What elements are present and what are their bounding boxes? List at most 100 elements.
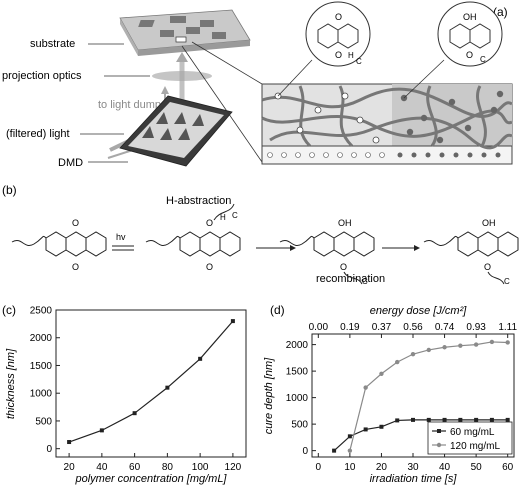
chart-d-top-tick-label: 0.00 <box>309 322 329 333</box>
chart-d-top-tick-label: 1.11 <box>498 322 517 333</box>
label-projection-optics: projection optics <box>2 70 82 82</box>
chart-d-point-120 <box>458 343 463 348</box>
chart-c-point <box>198 356 203 361</box>
mol3-o: O <box>340 262 347 272</box>
mol2-o-bottom: O <box>206 262 213 272</box>
mol2-h: H <box>220 213 226 222</box>
label-light-dump: to light dump <box>98 99 161 111</box>
chart-d-point-60 <box>442 417 447 422</box>
dmd-chip <box>119 95 233 167</box>
chart-d-top-tick-label: 0.37 <box>372 322 392 333</box>
label-substrate: substrate <box>30 38 75 50</box>
magnifier-reacted: OH O C <box>403 1 503 99</box>
chart-c-xtick-label: 100 <box>192 462 209 473</box>
chart-d-point-60 <box>458 417 463 422</box>
chart-d-point-60 <box>363 427 368 432</box>
chart-d-point-120 <box>363 385 368 390</box>
chart-d-xtick-label: 10 <box>344 462 356 473</box>
chart-d-top-tick-label: 0.93 <box>466 322 486 333</box>
chart-c-ytick-label: 2000 <box>30 333 53 344</box>
legend-label-60: 60 mg/mL <box>450 427 495 438</box>
molecule-4 <box>423 231 519 285</box>
chart-d-point-120 <box>426 347 431 353</box>
magnifier-unreacted: O O H C <box>277 1 371 97</box>
chart-c-ytick-label: 0 <box>46 444 52 455</box>
chart-c-point <box>132 411 137 416</box>
mol1-o-top: O <box>72 218 79 228</box>
chart-d-point-60 <box>332 448 337 453</box>
chart-c-xtick-label: 60 <box>129 462 141 473</box>
chart-c-xtick-label: 40 <box>96 462 108 473</box>
chart-c-ytick-label: 500 <box>35 416 52 427</box>
recombination-label: recombination <box>316 273 385 285</box>
chart-d-point-60 <box>505 417 510 422</box>
hv-label: hv <box>116 232 126 242</box>
mol4-o: O <box>484 262 491 272</box>
chart-d-point-60 <box>379 424 384 429</box>
chart-c-xlabel: polymer concentration [mg/mL] <box>74 473 227 485</box>
magnifier-o-top: O <box>335 12 342 22</box>
chart-c-ylabel: thickness [nm] <box>5 348 17 419</box>
chart-d-top-tick-label: 0.19 <box>340 322 360 333</box>
legend-label-120: 120 mg/mL <box>450 441 500 452</box>
chart-d-xtick-label: 40 <box>439 462 451 473</box>
molecule-1 <box>11 231 107 257</box>
label-dmd: DMD <box>58 157 83 169</box>
chart-c-point <box>99 428 104 433</box>
panel-d-tag: (d) <box>270 303 285 317</box>
chart-d-ytick-label: 1000 <box>286 393 309 404</box>
chart-d-point-60 <box>347 434 352 439</box>
chart-d-xtick-label: 60 <box>502 462 514 473</box>
chart-c-xtick-label: 120 <box>225 462 242 473</box>
substrate-slab <box>119 9 251 56</box>
panel-b-reaction-scheme: (b) H-abstraction recombination O O hv O… <box>2 183 519 286</box>
series-line-thickness <box>68 320 234 443</box>
chart-c-point <box>67 440 72 445</box>
mol4-oh: OH <box>482 218 496 228</box>
h-abstraction-label: H-abstraction <box>166 195 231 207</box>
chart-d-ylabel: cure depth [nm] <box>263 357 275 434</box>
chart-c-ytick-label: 1000 <box>30 389 53 400</box>
chart-c-xtick-label: 80 <box>162 462 174 473</box>
chart-d-point-60 <box>411 417 415 422</box>
chart-d-xtick-label: 0 <box>316 462 322 473</box>
chart-d-top-tick-label: 0.56 <box>403 322 423 333</box>
label-filtered-light: (filtered) light <box>6 128 70 140</box>
series-line-60 <box>333 419 508 452</box>
mol3-oh: OH <box>338 218 352 228</box>
chart-d-point-120 <box>505 340 510 345</box>
chart-d-ytick-label: 500 <box>291 420 308 431</box>
magnifier-c-reacted: C <box>480 55 486 64</box>
chart-d-ytick-label: 1500 <box>286 367 309 378</box>
panel-a-schematic: (a) substrate projection optics to light… <box>2 1 513 169</box>
chart-d-point-120 <box>379 371 384 376</box>
chart-c-ytick-label: 2500 <box>30 306 53 317</box>
chart-d-point-120 <box>473 342 479 347</box>
chart-d-point-60 <box>474 417 479 422</box>
chart-d-point-120 <box>410 351 416 357</box>
chart-d-point-60 <box>395 418 400 423</box>
chart-c-frame <box>55 309 247 458</box>
molecule-2 <box>145 203 241 257</box>
chart-d-top-xlabel: energy dose [J/cm²] <box>370 305 468 317</box>
chart-d-point-60 <box>426 417 431 422</box>
film-cross-section <box>261 83 513 165</box>
chart-d-xlabel: irradiation time [s] <box>370 473 458 485</box>
chart-d-xtick-label: 30 <box>407 462 419 473</box>
mol2-o-top: O <box>206 218 213 228</box>
chart-c-xtick-label: 20 <box>64 462 76 473</box>
chart-d-point-60 <box>489 417 494 422</box>
chart-d-ytick-label: 0 <box>302 446 308 457</box>
chart-c-point <box>230 319 235 324</box>
chart-d-point-120 <box>347 448 353 453</box>
magnifier-oh: OH <box>463 12 477 22</box>
molecule-3 <box>279 231 375 285</box>
chart-d-point-120 <box>489 339 495 345</box>
chart-d-point-120 <box>442 345 447 350</box>
magnifier-o-bottom: O <box>335 50 342 60</box>
chart-c-point <box>165 385 170 390</box>
chart-d-point-120 <box>395 359 400 365</box>
chart-d-top-tick-label: 0.74 <box>435 322 455 333</box>
chart-d-xtick-label: 20 <box>376 462 388 473</box>
